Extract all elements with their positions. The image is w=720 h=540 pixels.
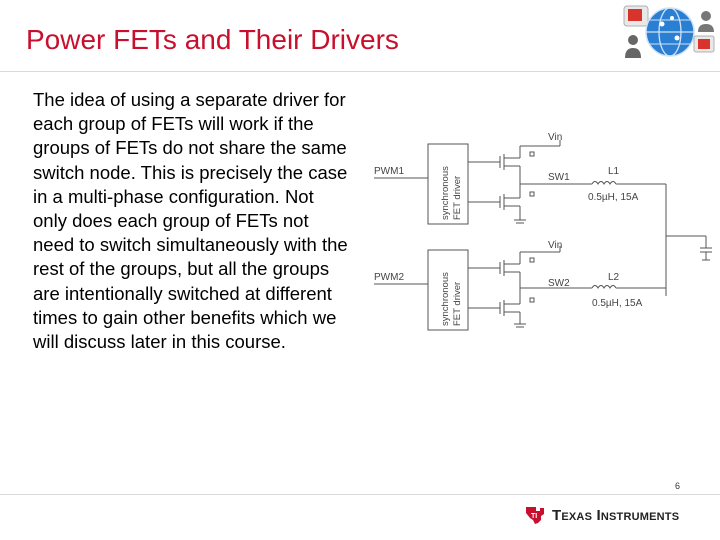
driver2-label-line2: FET driver bbox=[452, 282, 463, 326]
ti-state-logo-icon: TI bbox=[526, 507, 544, 524]
footer-divider bbox=[0, 494, 720, 495]
vin2-label: Vin bbox=[548, 240, 562, 251]
phase1-circuit bbox=[374, 140, 667, 296]
inductor-l1 bbox=[591, 181, 617, 185]
l2-label: L2 bbox=[608, 272, 620, 283]
pwm1-label: PWM1 bbox=[374, 166, 404, 177]
body-paragraph: The idea of using a separate driver for … bbox=[33, 89, 348, 353]
l1-label: L1 bbox=[608, 166, 620, 177]
globe-network-people-icon bbox=[623, 5, 715, 58]
l1-value-label: 0.5µH, 15A bbox=[588, 192, 639, 203]
sw2-label: SW2 bbox=[548, 278, 570, 289]
driver2-label-line1: synchronous bbox=[440, 272, 451, 326]
svg-text:TI: TI bbox=[531, 513, 537, 520]
ti-company-name: Texas Instruments bbox=[552, 506, 680, 524]
page-number: 6 bbox=[675, 481, 681, 491]
l2-value-label: 0.5µH, 15A bbox=[592, 298, 643, 309]
title-divider bbox=[0, 71, 720, 72]
driver1-label-line1: synchronous bbox=[440, 166, 451, 220]
multiphase-schematic: PWM1 synchronous FET driver Vin SW1 L1 0… bbox=[374, 132, 712, 331]
driver1-label-line2: FET driver bbox=[452, 176, 463, 220]
ti-logo: TI Texas Instruments bbox=[524, 504, 679, 526]
vin1-label: Vin bbox=[548, 132, 562, 143]
driver1-box bbox=[427, 143, 469, 225]
pwm2-label: PWM2 bbox=[374, 272, 404, 283]
driver2-box bbox=[427, 249, 469, 331]
phase2-circuit bbox=[374, 246, 666, 331]
sw1-label: SW1 bbox=[548, 172, 570, 183]
inductor-l2 bbox=[591, 285, 617, 289]
slide-title: Power FETs and Their Drivers bbox=[26, 24, 399, 55]
